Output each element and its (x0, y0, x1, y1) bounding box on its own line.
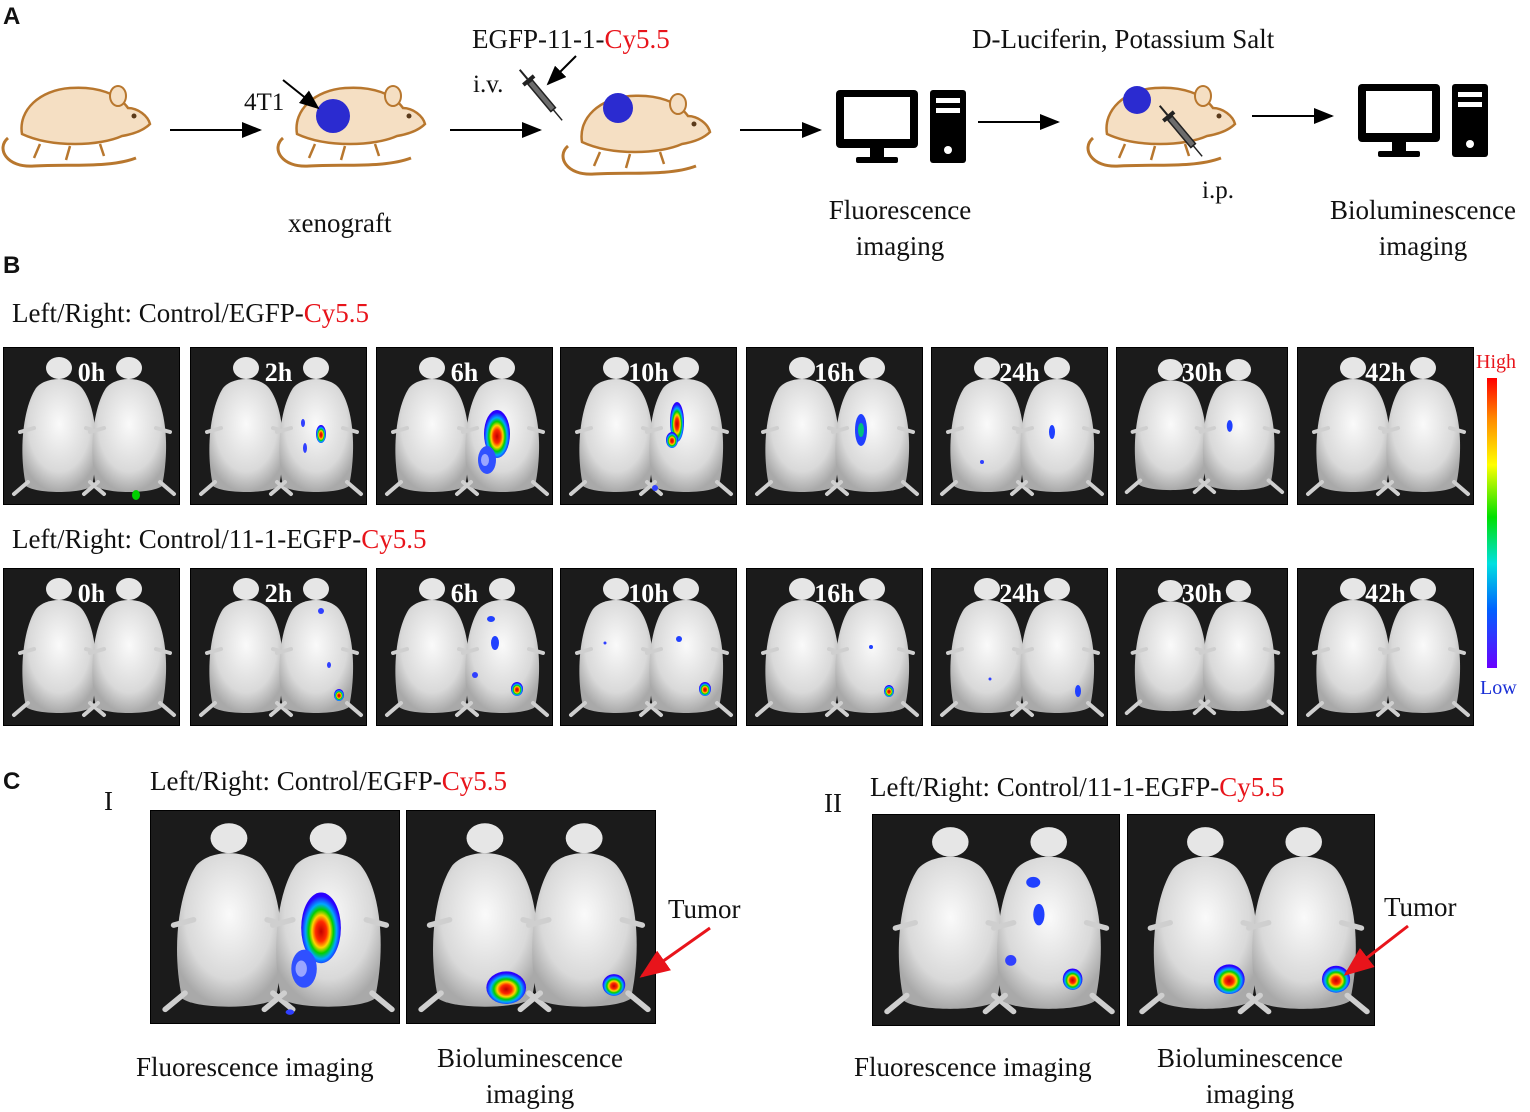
ip-label: i.p. (1202, 177, 1234, 204)
computer-bioluminescence (1358, 84, 1488, 157)
timepoint-label: 42h (1365, 358, 1406, 387)
timepoint-label: 16h (814, 358, 855, 387)
intensity-colorbar (1487, 378, 1497, 668)
group-ii-title: Left/Right: Control/11-1-EGFP-Cy5.5 (870, 774, 1285, 801)
mouse-2-xenograft (276, 84, 427, 168)
group-i-fluorescence-caption: Fluorescence imaging (136, 1052, 374, 1082)
group-ii-bioluminescence-image (1127, 814, 1375, 1026)
row1-panel-0h: 0h (3, 347, 180, 505)
group-ii-bioluminescence-caption: Bioluminescence imaging (1157, 1043, 1343, 1109)
probe-label: EGFP-11-1-Cy5.5 (472, 26, 670, 53)
row1-panel-24h: 24h (931, 347, 1108, 505)
timepoint-label: 0h (77, 358, 106, 387)
mouse-1 (1, 84, 152, 168)
timepoint-label: 30h (1181, 579, 1223, 608)
row2-panel-24h: 24h (931, 568, 1108, 726)
iv-label: i.v. (473, 71, 504, 98)
group-ii-fluorescence-image (872, 814, 1120, 1026)
panel-b-label: B (3, 252, 21, 279)
tumor-dot (316, 99, 350, 133)
group-i-title: Left/Right: Control/EGFP-Cy5.5 (150, 768, 507, 795)
group-i-bioluminescence-caption: Bioluminescence imaging (437, 1043, 623, 1109)
probe-prefix: EGFP-11-1- (472, 24, 605, 54)
row2-panel-2h: 2h (190, 568, 367, 726)
row1-title: Left/Right: Control/EGFP-Cy5.5 (12, 300, 369, 327)
row2-title-prefix: Left/Right: Control/11-1-EGFP- (12, 524, 362, 554)
timepoint-label: 30h (1181, 358, 1223, 387)
group-i-label: I (104, 786, 113, 816)
row1-panel-2h: 2h (190, 347, 367, 505)
row1-title-prefix: Left/Right: Control/EGFP- (12, 298, 304, 328)
mouse-4-ip (1086, 84, 1237, 168)
colorbar-high-label: High (1476, 351, 1516, 373)
row2-title-suffix: Cy5.5 (361, 524, 427, 554)
row2-panel-42h: 42h (1297, 568, 1474, 726)
row2-panel-30h: 30h (1116, 568, 1288, 726)
iv-pointer-arrow (546, 55, 577, 86)
timepoint-label: 0h (77, 579, 106, 608)
tumor-cell-label: 4T1 (244, 89, 285, 116)
row2-panel-0h: 0h (3, 568, 180, 726)
workflow-diagram (1, 55, 1488, 176)
probe-suffix: Cy5.5 (604, 24, 670, 54)
timepoint-label: 24h (999, 579, 1040, 608)
timepoint-label: 16h (814, 579, 855, 608)
timepoint-label: 24h (999, 358, 1040, 387)
timepoint-label: 10h (628, 579, 669, 608)
fluorescence-step-label: Fluorescence imaging (828, 195, 972, 261)
syringe-iv (513, 64, 569, 126)
row1-title-suffix: Cy5.5 (303, 298, 370, 328)
row2-panel-6h: 6h (376, 568, 553, 726)
group-ii-fluorescence-caption: Fluorescence imaging (854, 1052, 1092, 1082)
row2-panel-10h: 10h (560, 568, 737, 726)
timepoint-label: 6h (450, 358, 479, 387)
row1-panel-16h: 16h (746, 347, 923, 505)
group-ii-title-prefix: Left/Right: Control/11-1-EGFP- (870, 772, 1220, 802)
group-ii-tumor-label: Tumor (1384, 892, 1457, 922)
group-ii-label: II (824, 788, 842, 818)
row1-panel-10h: 10h (560, 347, 737, 505)
row1-panel-6h: 6h (376, 347, 553, 505)
bioluminescence-step-label: Bioluminescence imaging (1330, 195, 1516, 261)
tumor-pointer-arrow (282, 79, 320, 110)
group-i-bioluminescence-image (406, 810, 656, 1024)
group-i-fluorescence-image (150, 810, 400, 1024)
computer-fluorescence (836, 90, 966, 163)
group-i-title-prefix: Left/Right: Control/EGFP- (150, 766, 442, 796)
row1-panel-42h: 42h (1297, 347, 1474, 505)
group-i-tumor-label: Tumor (668, 894, 741, 924)
substrate-label: D-Luciferin, Potassium Salt (972, 24, 1275, 54)
mouse-3-injected (561, 92, 712, 176)
timepoint-label: 42h (1365, 579, 1406, 608)
group-ii-tumor-arrow (1343, 924, 1409, 976)
row2-panel-16h: 16h (746, 568, 923, 726)
panel-c-label: C (3, 768, 21, 795)
group-i-tumor-arrow (639, 926, 711, 978)
timepoint-label: 2h (264, 358, 293, 387)
colorbar-low-label: Low (1480, 677, 1517, 699)
panel-a-label: A (3, 3, 21, 30)
timepoint-label: 10h (628, 358, 669, 387)
timepoint-label: 6h (450, 579, 479, 608)
row2-title: Left/Right: Control/11-1-EGFP-Cy5.5 (12, 526, 427, 553)
group-i-title-suffix: Cy5.5 (441, 766, 508, 796)
timepoint-label: 2h (264, 579, 293, 608)
xenograft-label: xenograft (288, 208, 392, 238)
group-ii-title-suffix: Cy5.5 (1219, 772, 1285, 802)
row1-panel-30h: 30h (1116, 347, 1288, 505)
